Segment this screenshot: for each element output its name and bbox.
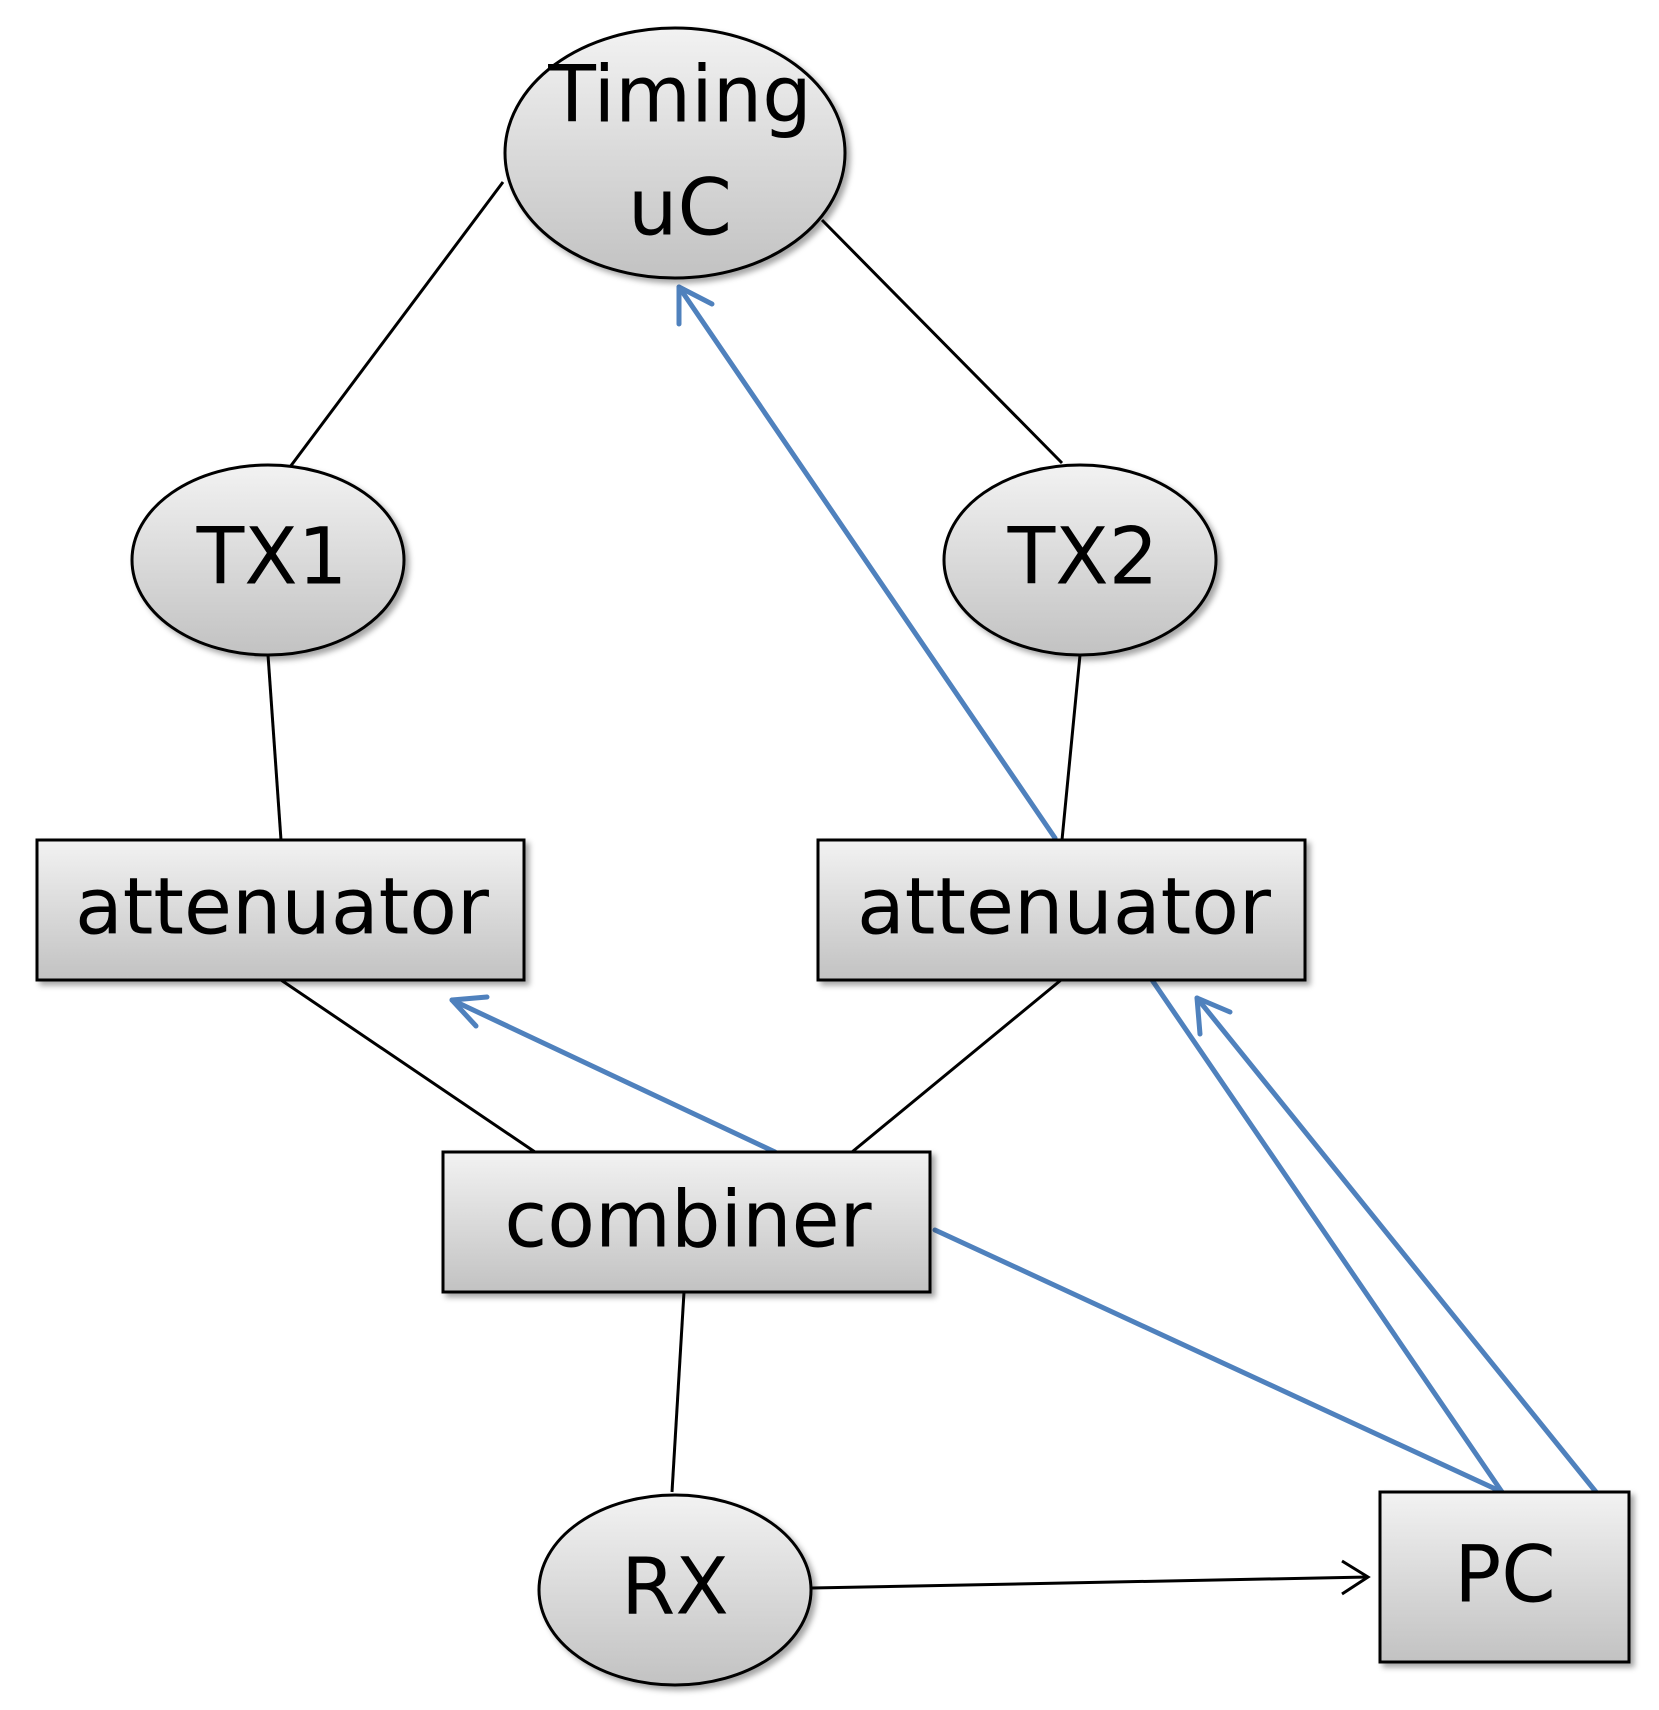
timing-uc-label-line2: uC	[628, 163, 732, 253]
wire-tx2-attenuator2	[1060, 654, 1082, 841]
tx1-ellipse	[130, 463, 406, 657]
pc-box	[1378, 1490, 1631, 1664]
attenuator-1-box	[35, 838, 526, 982]
attenuator-2-box	[816, 838, 1307, 982]
node-attenuator-2: attenuator	[816, 838, 1307, 982]
combiner-label: combiner	[504, 1175, 872, 1265]
tx1-label: TX1	[196, 512, 348, 602]
wire-timing-tx1	[288, 181, 505, 468]
control-arrowhead-attenuator1	[449, 994, 490, 1029]
attenuator-2-label: attenuator	[857, 862, 1272, 952]
control-arrowhead-timing	[676, 284, 715, 327]
node-combiner: combiner	[441, 1150, 932, 1294]
control-arrowhead-attenuator2	[1194, 995, 1233, 1037]
node-timing-uc: Timing uC	[503, 26, 847, 280]
combiner-box	[441, 1150, 932, 1294]
timing-uc-label-line1: Timing	[547, 50, 812, 140]
control-arrow-group	[449, 284, 1599, 1495]
attenuator-1-label: attenuator	[75, 862, 490, 952]
rx-ellipse	[537, 1493, 813, 1687]
tx2-ellipse	[942, 463, 1218, 657]
wire-rx-pc	[811, 1575, 1369, 1590]
wire-attenuator2-combiner	[851, 978, 1062, 1154]
rx-label: RX	[621, 1542, 729, 1632]
control-line-attenuator2-timing	[676, 284, 1058, 841]
pc-label: PC	[1454, 1530, 1556, 1620]
timing-uc-ellipse	[503, 26, 847, 280]
wire-group	[266, 181, 1371, 1596]
node-rx: RX	[537, 1493, 813, 1687]
wire-timing-tx2	[820, 218, 1064, 465]
node-tx2: TX2	[942, 463, 1218, 657]
wire-combiner-rx	[670, 1291, 686, 1493]
node-tx1: TX1	[130, 463, 406, 657]
wire-attenuator1-combiner	[280, 978, 536, 1154]
node-pc: PC	[1378, 1490, 1631, 1664]
wire-rx-pc-arrowhead	[1341, 1559, 1371, 1596]
control-line-pc-attenuator2-a	[1149, 977, 1505, 1495]
control-line-combiner-pc	[932, 1227, 1505, 1495]
tx2-label: TX2	[1007, 512, 1159, 602]
control-line-combiner-attenuator1	[449, 997, 778, 1155]
wire-tx1-attenuator1	[266, 654, 283, 841]
node-attenuator-1: attenuator	[35, 838, 526, 982]
control-line-pc-attenuator2-b	[1194, 995, 1599, 1495]
